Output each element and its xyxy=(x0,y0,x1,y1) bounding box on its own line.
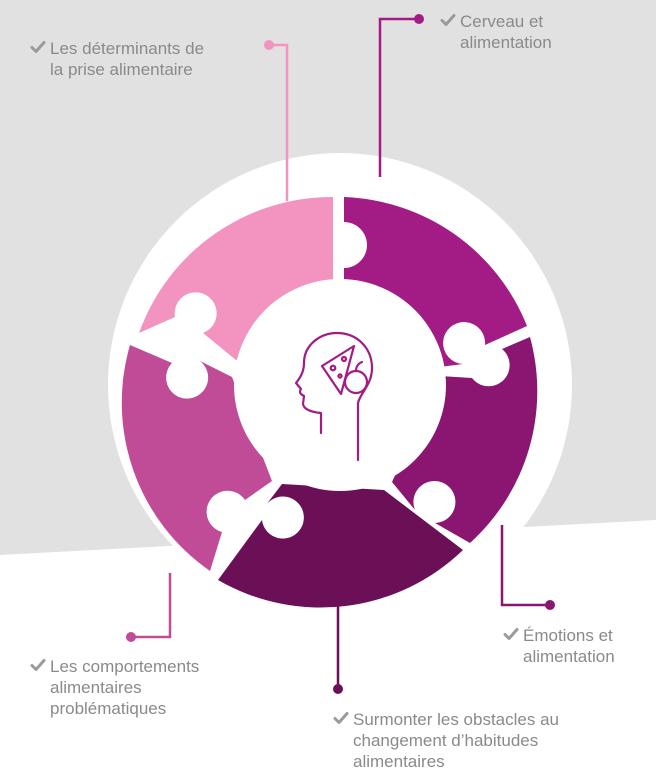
checkmark-icon xyxy=(30,41,46,53)
label-emotions: Émotions et alimentation xyxy=(503,625,615,667)
checkmark-icon xyxy=(503,628,519,640)
segment-behaviors xyxy=(121,345,272,571)
segment-obstacles xyxy=(218,484,463,608)
label-obstacles: Surmonter les obstacles au changement d’… xyxy=(333,709,559,772)
connector-dots xyxy=(126,14,555,694)
checkmark-icon xyxy=(333,712,349,724)
center-circle xyxy=(234,279,446,491)
checkmark-icon xyxy=(30,659,46,671)
head-with-food-icon xyxy=(294,331,374,462)
checkmark-icon xyxy=(440,14,456,26)
segment-emotions xyxy=(392,337,538,543)
label-brain: Cerveau et alimentation xyxy=(440,11,552,53)
label-behaviors: Les comportements alimentaires problémat… xyxy=(30,656,199,719)
connector-lines xyxy=(131,17,550,689)
label-determinants: Les déterminants de la prise alimentaire xyxy=(30,38,204,80)
